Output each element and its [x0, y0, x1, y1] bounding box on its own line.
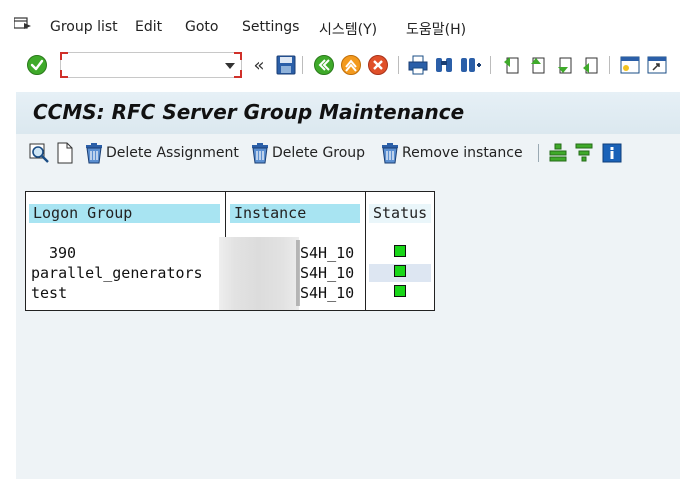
menu-goto[interactable]: Goto [185, 19, 219, 35]
back-button[interactable] [313, 54, 335, 76]
printer-icon [408, 55, 428, 75]
previous-page-icon [531, 57, 545, 74]
exit-icon [341, 55, 361, 75]
trash-icon [252, 143, 268, 164]
status-green-icon [394, 245, 406, 257]
first-page-icon [504, 57, 519, 74]
collapse-button[interactable] [574, 141, 594, 165]
print-button[interactable] [407, 54, 429, 76]
delete-group-button[interactable]: Delete Group [250, 141, 365, 165]
redacted-region [219, 237, 299, 310]
binoculars-icon [436, 58, 452, 72]
shortcut-icon [647, 56, 667, 74]
table-row-instance[interactable]: S4H_10 [300, 264, 360, 282]
create-button[interactable] [56, 141, 74, 165]
trash-icon [86, 143, 102, 164]
back-icon [314, 55, 334, 75]
check-icon [27, 55, 47, 75]
menu-edit[interactable]: Edit [135, 19, 163, 35]
command-field[interactable] [60, 52, 242, 78]
column-header-instance[interactable]: Instance [230, 204, 360, 223]
page-title: CCMS: RFC Server Group Maintenance [33, 100, 465, 124]
collapse-tree-icon [575, 143, 593, 162]
table-row-group[interactable]: test [29, 284, 219, 302]
delete-group-label: Delete Group [272, 145, 366, 161]
delete-assignment-button[interactable]: Delete Assignment [84, 141, 239, 165]
dropdown-arrow-icon[interactable] [225, 63, 235, 69]
expand-tree-icon [549, 143, 567, 162]
display-button[interactable] [28, 141, 50, 165]
table-row-instance[interactable]: S4H_10 [300, 284, 360, 302]
exit-button[interactable] [340, 54, 362, 76]
info-icon [602, 143, 622, 163]
remove-instance-label: Remove instance [402, 145, 523, 161]
table-row-group[interactable]: parallel_generators [29, 264, 219, 282]
history-back-button[interactable]: « [248, 54, 270, 76]
previous-page-button[interactable] [526, 54, 548, 76]
menu-bar: Group list Edit Goto Settings 시스템(Y) 도움말… [0, 0, 680, 44]
info-button[interactable] [602, 141, 622, 165]
save-icon [276, 55, 296, 75]
menu-list-icon[interactable] [13, 16, 32, 30]
binoculars-plus-icon [461, 58, 481, 72]
remove-instance-button[interactable]: Remove instance [380, 141, 523, 165]
new-document-icon [57, 142, 73, 164]
cancel-button[interactable] [367, 54, 389, 76]
save-button[interactable] [275, 54, 297, 76]
new-window-icon [620, 56, 640, 74]
double-chevron-left-icon: « [253, 54, 265, 76]
expand-button[interactable] [548, 141, 568, 165]
find-button[interactable] [433, 54, 455, 76]
table-row-instance[interactable]: S4H_10 [300, 244, 360, 262]
left-margin [0, 92, 16, 479]
redacted-region-edge [296, 240, 300, 306]
column-header-logon-group[interactable]: Logon Group [29, 204, 220, 223]
enter-button[interactable] [26, 54, 48, 76]
status-green-icon [394, 285, 406, 297]
title-bar [16, 92, 680, 134]
delete-assignment-label: Delete Assignment [106, 145, 239, 161]
menu-group-list[interactable]: Group list [50, 19, 118, 35]
last-page-button[interactable] [579, 54, 601, 76]
cancel-icon [368, 55, 388, 75]
table-row-group[interactable]: 390 [29, 244, 219, 262]
trash-icon [382, 143, 398, 164]
menu-help[interactable]: 도움말(H) [406, 22, 467, 38]
new-session-button[interactable] [619, 54, 641, 76]
menu-system[interactable]: 시스템(Y) [319, 22, 378, 38]
next-page-icon [558, 57, 572, 74]
menu-settings[interactable]: Settings [242, 19, 300, 35]
find-next-button[interactable] [459, 54, 481, 76]
magnifier-icon [29, 143, 49, 163]
status-green-icon [394, 265, 406, 277]
first-page-button[interactable] [500, 54, 522, 76]
shortcut-button[interactable] [646, 54, 668, 76]
last-page-icon [583, 57, 598, 74]
column-header-status[interactable]: Status [369, 204, 431, 223]
next-page-button[interactable] [553, 54, 575, 76]
